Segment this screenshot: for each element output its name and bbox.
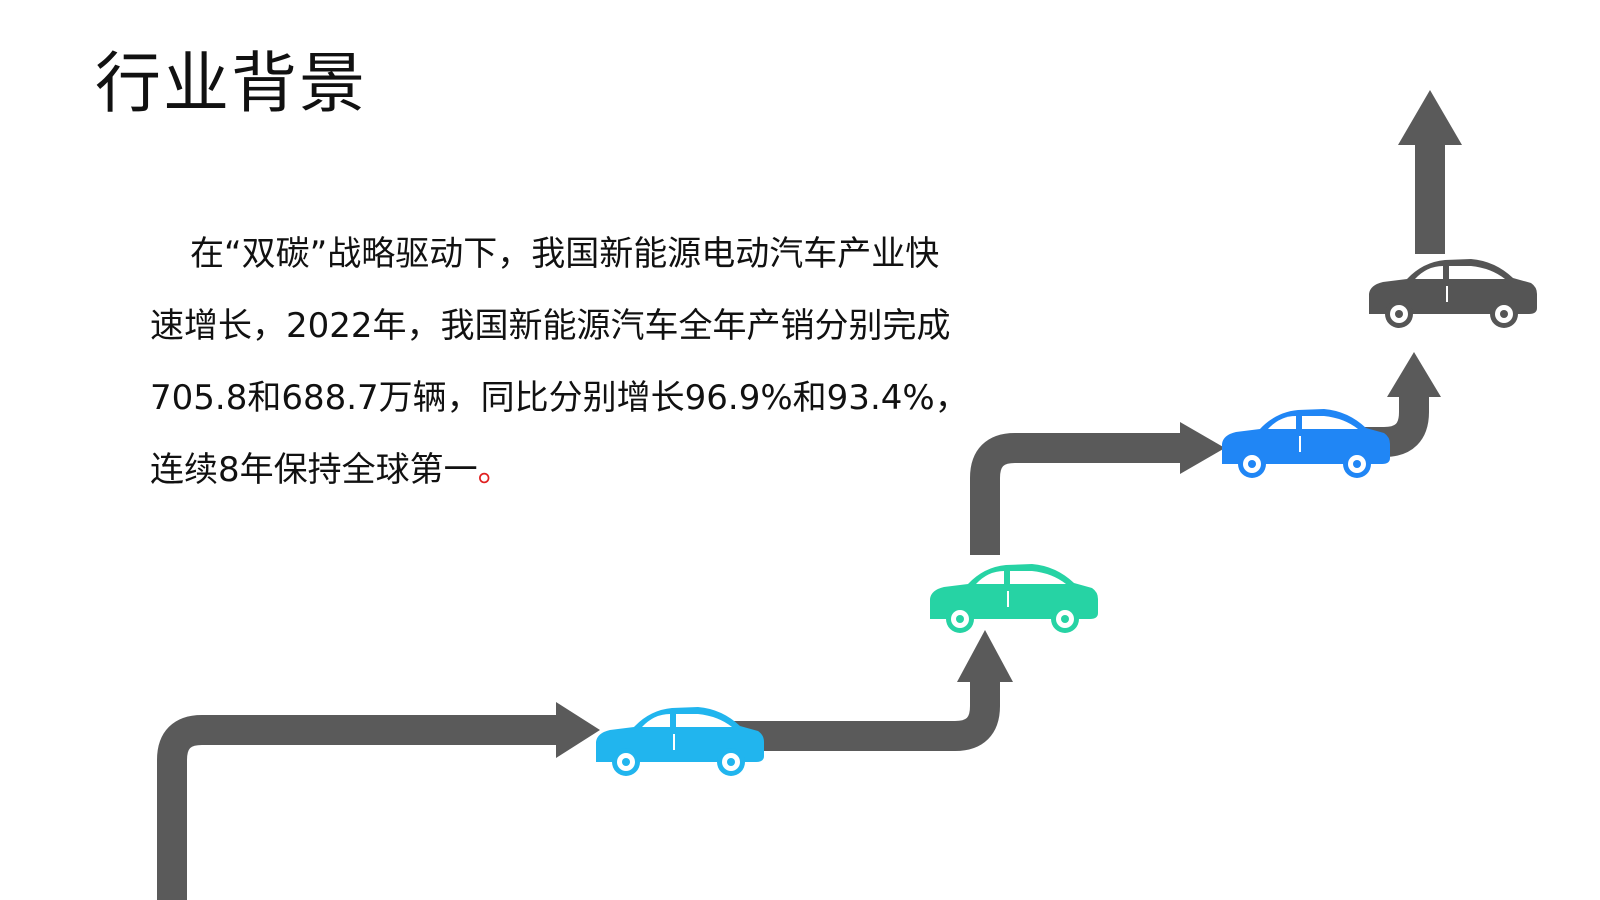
car-icon-4 xyxy=(1368,258,1538,329)
period-mark: 。 xyxy=(477,450,512,490)
car-icon-1 xyxy=(595,706,765,777)
road-path xyxy=(157,90,1462,900)
car-icon-3 xyxy=(1221,408,1391,479)
paragraph-line-4: 连续8年保持全球第一。 xyxy=(150,434,1110,506)
paragraph-line-4-text: 连续8年保持全球第一 xyxy=(150,450,478,490)
paragraph: 在“双碳”战略驱动下，我国新能源电动汽车产业快 速增长，2022年，我国新能源汽… xyxy=(150,218,1110,506)
paragraph-line-1: 在“双碳”战略驱动下，我国新能源电动汽车产业快 xyxy=(190,234,940,274)
slide-title: 行业背景 xyxy=(95,45,367,122)
paragraph-line-2: 速增长，2022年，我国新能源汽车全年产销分别完成 xyxy=(150,306,951,346)
paragraph-line-3: 705.8和688.7万辆，同比分别增长96.9%和93.4%， xyxy=(150,378,969,418)
car-icon-2 xyxy=(929,563,1099,634)
